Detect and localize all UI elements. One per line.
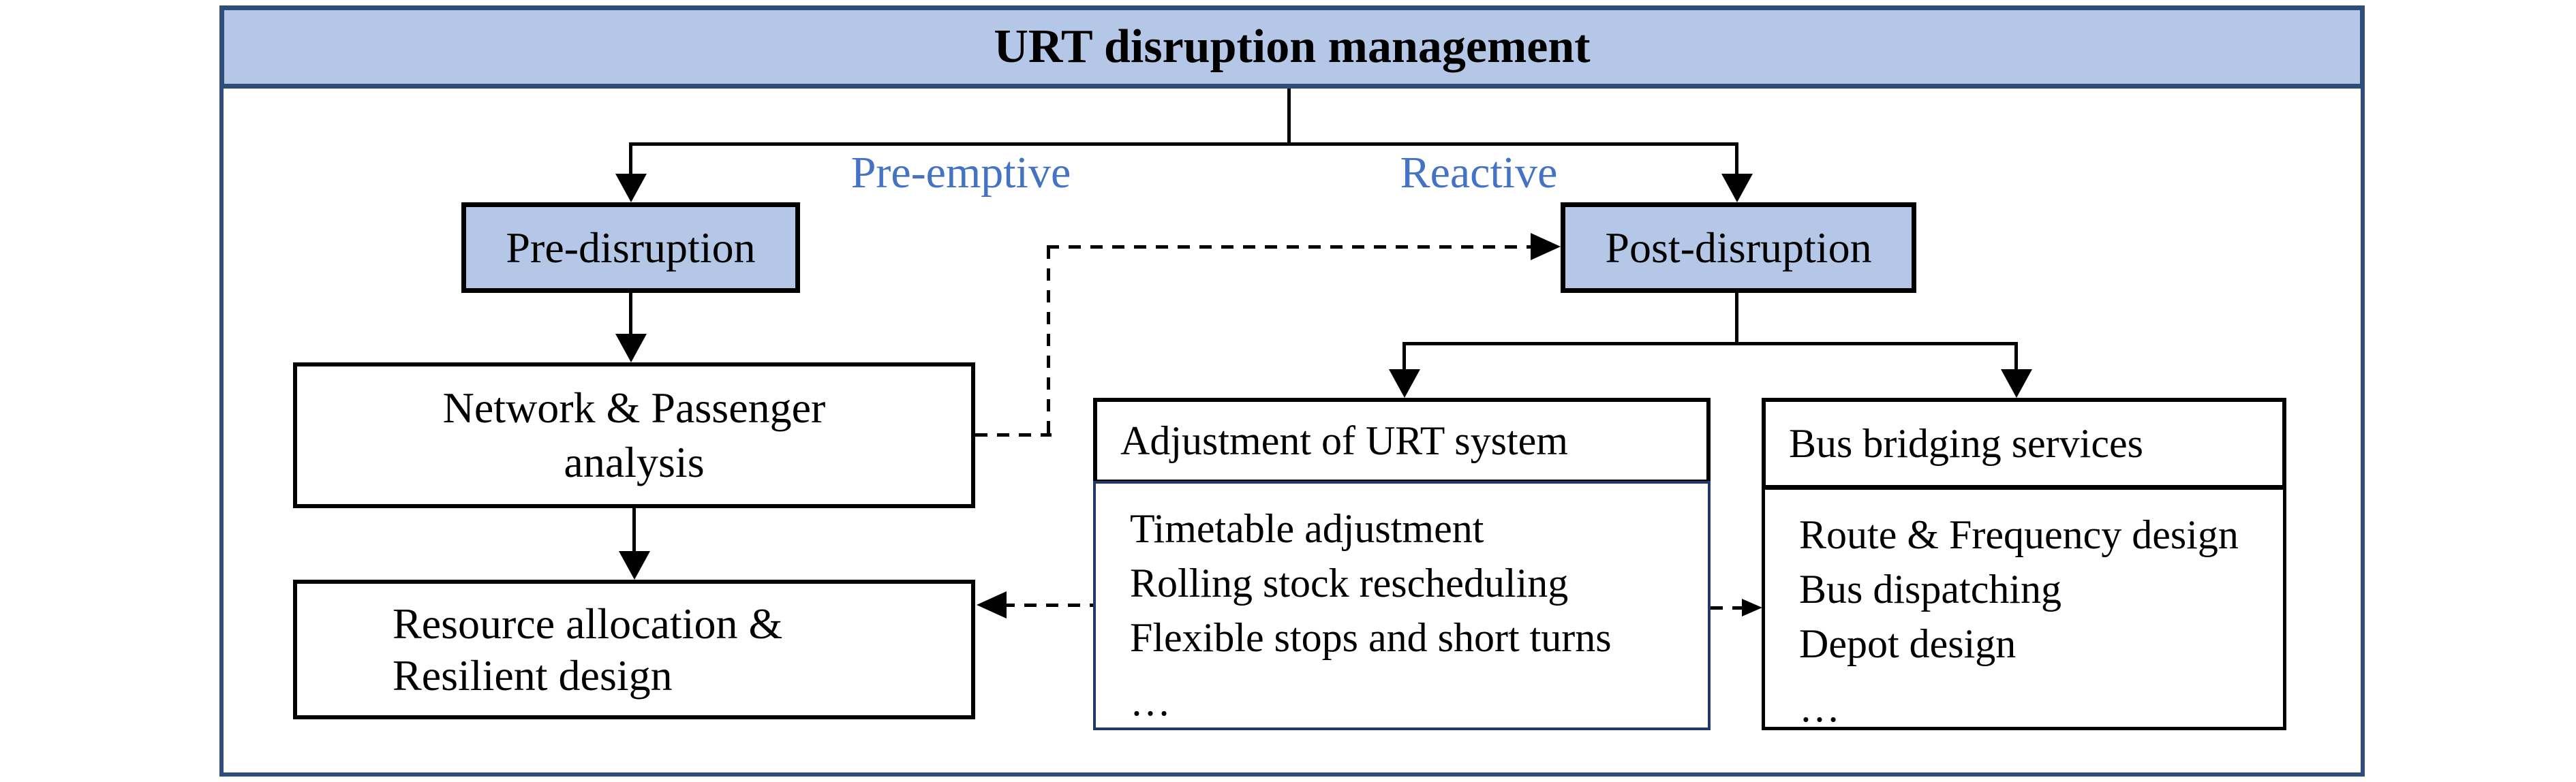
arrowhead-down-pre-disruption <box>615 174 647 202</box>
connector-pre-to-network <box>629 293 632 337</box>
node-network-passenger-analysis: Network & Passenger analysis <box>293 362 975 508</box>
connector-bus-drop <box>2014 342 2018 372</box>
dashed-adjustment-to-bus <box>1711 606 1743 610</box>
dashed-to-post-disruption <box>1047 245 1532 249</box>
arrowhead-down-urt-adjustment <box>1389 369 1420 398</box>
node-bus-bridging-list: Route & Frequency design Bus dispatching… <box>1762 486 2286 730</box>
connector-main-split <box>629 142 1738 146</box>
dashed-network-exit <box>975 433 1052 437</box>
connector-pre-drop <box>629 142 632 176</box>
dashed-adjustment-to-resource <box>1002 604 1093 607</box>
connector-post-drop <box>1735 142 1738 176</box>
branch-label-preemptive: Pre-emptive <box>850 148 1071 198</box>
arrowhead-left-resource-allocation <box>977 591 1007 619</box>
dashed-network-riser <box>1047 247 1050 437</box>
node-bus-bridging-header: Bus bridging services <box>1762 398 2286 489</box>
list-item: Timetable adjustment <box>1130 506 1484 551</box>
connector-post-down <box>1735 293 1738 345</box>
list-item: … <box>1130 679 1171 724</box>
branch-label-reactive: Reactive <box>1400 148 1558 198</box>
node-urt-adjustment-header: Adjustment of URT system <box>1093 398 1711 484</box>
node-pre-disruption: Pre-disruption <box>461 202 800 293</box>
connector-adjustment-drop <box>1402 342 1406 372</box>
connector-network-to-resource <box>632 508 636 554</box>
list-item: … <box>1799 685 1840 730</box>
arrowhead-down-network-analysis <box>615 334 647 362</box>
connector-post-split <box>1402 342 2018 345</box>
diagram-title: URT disruption management <box>994 20 1591 73</box>
list-item: Depot design <box>1799 621 2017 666</box>
arrowhead-down-bus-bridging <box>2001 369 2032 398</box>
list-item: Route & Frequency design <box>1799 512 2239 557</box>
list-item: Rolling stock rescheduling <box>1130 561 1569 606</box>
list-item: Bus dispatching <box>1799 567 2061 612</box>
title-bar: URT disruption management <box>219 5 2365 89</box>
list-item: Flexible stops and short turns <box>1130 615 1612 660</box>
node-post-disruption: Post-disruption <box>1561 202 1916 293</box>
arrowhead-right-bus-bridging <box>1742 599 1762 616</box>
connector-title-trunk <box>1287 89 1291 145</box>
arrowhead-right-post-disruption <box>1531 233 1561 260</box>
arrowhead-down-post-disruption <box>1721 174 1753 202</box>
node-urt-adjustment-list: Timetable adjustment Rolling stock resch… <box>1093 481 1711 730</box>
node-resource-allocation: Resource allocation & Resilient design <box>293 580 975 719</box>
arrowhead-down-resource-allocation <box>619 551 650 580</box>
